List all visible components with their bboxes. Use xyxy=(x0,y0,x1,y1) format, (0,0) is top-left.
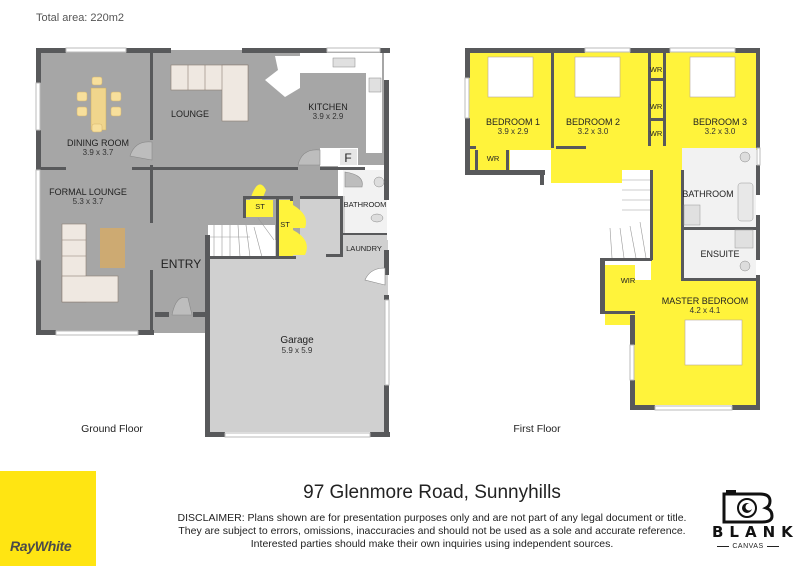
bed-icon xyxy=(487,56,743,366)
room-label-lounge: LOUNGE xyxy=(170,109,210,119)
room-label-bathroom-first: BATHROOM xyxy=(682,189,734,199)
property-address: 97 Glenmore Road, Sunnyhills xyxy=(303,482,561,503)
camera-icon xyxy=(722,490,774,524)
formal-lounge-sofa-icon xyxy=(61,223,119,303)
dining-table-icon xyxy=(76,76,122,133)
disclaimer-line: DISCLAIMER: Plans shown are for presenta… xyxy=(177,512,687,524)
room-label-store-1: ST xyxy=(255,202,265,211)
raywhite-logo: RayWhite xyxy=(0,471,96,566)
blank-canvas-wordmark: BLANK xyxy=(712,523,799,541)
room-label-fridge: F xyxy=(344,151,352,165)
room-label-wr-3: WR xyxy=(649,129,663,138)
room-label-store-2: ST xyxy=(280,220,290,229)
room-label-wr-1: WR xyxy=(649,65,663,74)
room-label-laundry: LAUNDRY xyxy=(346,244,382,253)
first-floor-label: First Floor xyxy=(513,423,561,435)
room-label-bathroom-ground: BATHROOM xyxy=(343,200,387,209)
room-label-wr-2: WR xyxy=(649,102,663,111)
ground-floor-plan xyxy=(35,47,390,438)
disclaimer-line: They are subject to errors, omissions, i… xyxy=(178,525,686,537)
first-floor-plan xyxy=(464,47,761,411)
blank-canvas-subtitle: CANVAS xyxy=(712,543,784,550)
room-label-wr-4: WR xyxy=(486,154,500,163)
raywhite-logo-text: RayWhite xyxy=(10,538,72,554)
room-label-ensuite: ENSUITE xyxy=(700,249,740,259)
room-label-entry: ENTRY xyxy=(160,257,202,271)
floor-plans xyxy=(35,47,761,438)
disclaimer: DISCLAIMER: Plans shown are for presenta… xyxy=(152,512,712,551)
ground-floor-label: Ground Floor xyxy=(81,423,143,435)
lounge-sofa-icon xyxy=(170,64,249,122)
disclaimer-line: Interested parties should make their own… xyxy=(250,538,614,550)
room-label-wir: WIR xyxy=(620,276,636,285)
total-area: Total area: 220m2 xyxy=(36,12,125,24)
